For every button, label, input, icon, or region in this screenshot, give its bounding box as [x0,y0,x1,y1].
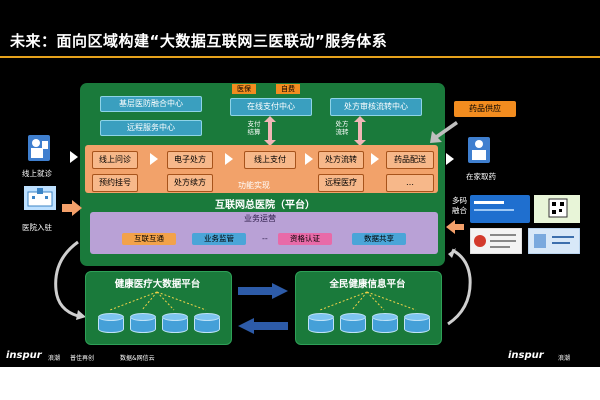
arrow-down-left-icon [430,121,458,143]
partner-logo-1: 普佳再创 [70,355,95,362]
operations-title: 业务运营 [244,214,276,223]
data-links-left [109,291,207,311]
tag-self-pay: 自费 [276,84,300,94]
arrow-right-icon [305,153,313,165]
func-online-consult: 线上问诊 [92,151,138,169]
database-icon [98,313,124,333]
multi-code-label: 多码 融合 [452,196,467,215]
database-icon [162,313,188,333]
hospital-entry-label: 医院入驻 [22,223,52,232]
national-health-platform-title: 全民健康信息平台 [329,279,406,290]
doctor-icon [28,135,50,161]
online-visit-label: 线上就诊 [22,169,52,178]
arrow-right-icon [150,153,158,165]
curve-arrow-left [54,240,86,320]
func-remote-medical: 远程医疗 [318,174,364,192]
inspur-cn-left: 浪潮 [48,355,61,362]
func-drug-delivery: 药品配送 [386,151,434,169]
arrow-right-icon [371,153,379,165]
arrow-right-icon [238,283,288,299]
payment-arrow [264,116,276,146]
inspur-logo-right: inspur [508,350,544,361]
patient-icon [468,137,490,163]
func-prescription-renewal: 处方续方 [167,174,213,192]
arrow-left-icon [238,318,288,334]
prescription-arrow [354,116,366,146]
payment-settlement-label: 支付 结算 [247,120,261,136]
arrow-right-icon [446,153,454,165]
database-icon [340,313,366,333]
id-card-icon [470,228,522,254]
hospital-icon [24,186,56,210]
arrow-right-icon [70,151,78,163]
data-links-right [319,291,417,311]
grassroots-center: 基层医防融合中心 [100,96,202,112]
function-label: 功能实现 [238,181,270,190]
arrow-right-icon [62,200,82,216]
prescription-flow-label: 处方 流转 [335,120,349,136]
remote-service-center: 远程服务中心 [100,120,202,136]
online-payment-center: 在线支付中心 [230,98,312,116]
arrow-right-icon [225,153,233,165]
ops-data-sharing: 数据共享 [352,233,406,245]
qr-code-icon [534,195,580,223]
insurance-card-icon [528,228,580,254]
prescription-review-center: 处方审核流转中心 [330,98,422,116]
func-appointment: 预约挂号 [92,174,138,192]
func-prescription-flow: 处方流转 [318,151,364,169]
ops-supervision: 业务监管 [192,233,246,245]
database-icon [404,313,430,333]
func-more: … [386,174,434,192]
inspur-cn-right: 浪潮 [558,355,571,362]
drug-supply-box: 药品供应 [454,101,516,117]
title-underline [0,56,600,58]
health-card-icon [470,195,530,223]
partner-logo-2: 数据&网信云 [120,355,155,362]
ops-dash: -- [262,234,268,243]
tag-medical-insurance: 医保 [232,84,256,94]
database-icon [130,313,156,333]
arrow-left-icon [446,220,464,234]
database-icon [194,313,220,333]
platform-label: 互联网总医院（平台） [215,200,315,211]
curve-arrow-right [447,248,472,326]
big-data-platform-title: 健康医疗大数据平台 [114,279,201,290]
home-pickup-label: 在家取药 [466,172,496,181]
func-online-payment: 线上支付 [244,151,296,169]
database-icon [372,313,398,333]
ops-interconnect: 互联互通 [122,233,176,245]
ops-qualification: 资格认证 [278,233,332,245]
slide-title: 未来：面向区域构建“大数据互联网三医联动”服务体系 [10,32,388,50]
inspur-logo-left: inspur [6,350,42,361]
database-icon [308,313,334,333]
func-e-prescription: 电子处方 [167,151,213,169]
